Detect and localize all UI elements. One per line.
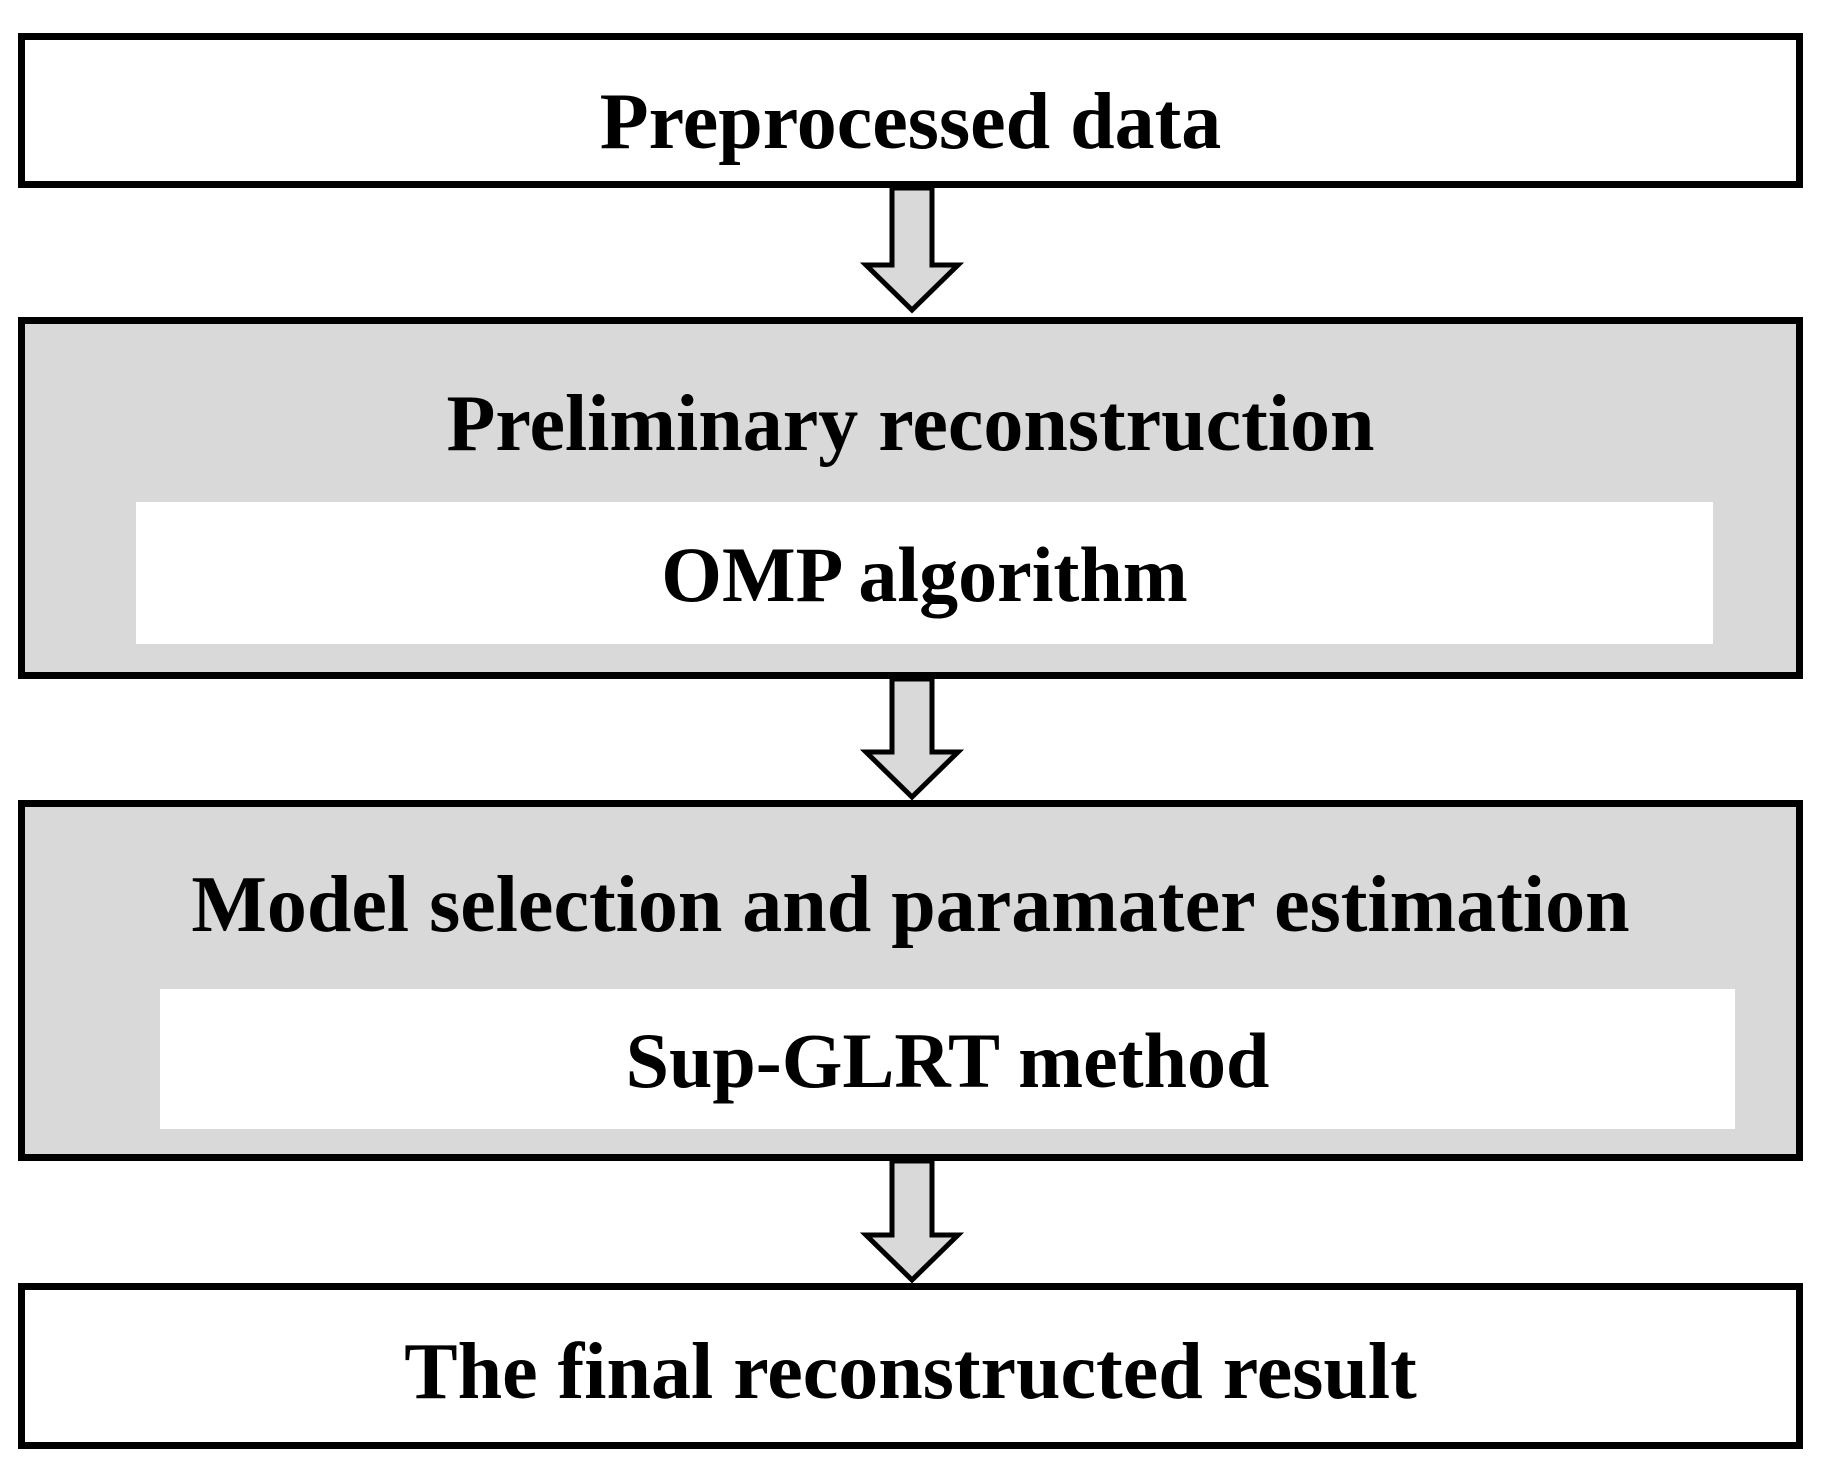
down-arrow-icon	[859, 676, 965, 801]
step-model-selection: Model selection and paramater estimation…	[18, 800, 1803, 1161]
step-final-result: The final reconstructed result	[18, 1283, 1803, 1449]
down-arrow-icon	[859, 1158, 965, 1284]
step-final-result-label: The final reconstructed result	[404, 1328, 1417, 1416]
step-preliminary-reconstruction: Preliminary reconstruction OMP algorithm	[18, 317, 1803, 679]
method-sup-glrt-label: Sup-GLRT method	[625, 1017, 1270, 1104]
step-preprocessed-data: Preprocessed data	[18, 33, 1803, 188]
method-omp-box: OMP algorithm	[136, 502, 1713, 644]
step-model-selection-label: Model selection and paramater estimation	[191, 861, 1630, 949]
step-preprocessed-data-label: Preprocessed data	[599, 78, 1222, 166]
down-arrow-icon	[859, 185, 965, 314]
method-sup-glrt-box: Sup-GLRT method	[160, 989, 1735, 1129]
method-omp-label: OMP algorithm	[661, 531, 1188, 618]
step-preliminary-reconstruction-label: Preliminary reconstruction	[446, 380, 1375, 468]
